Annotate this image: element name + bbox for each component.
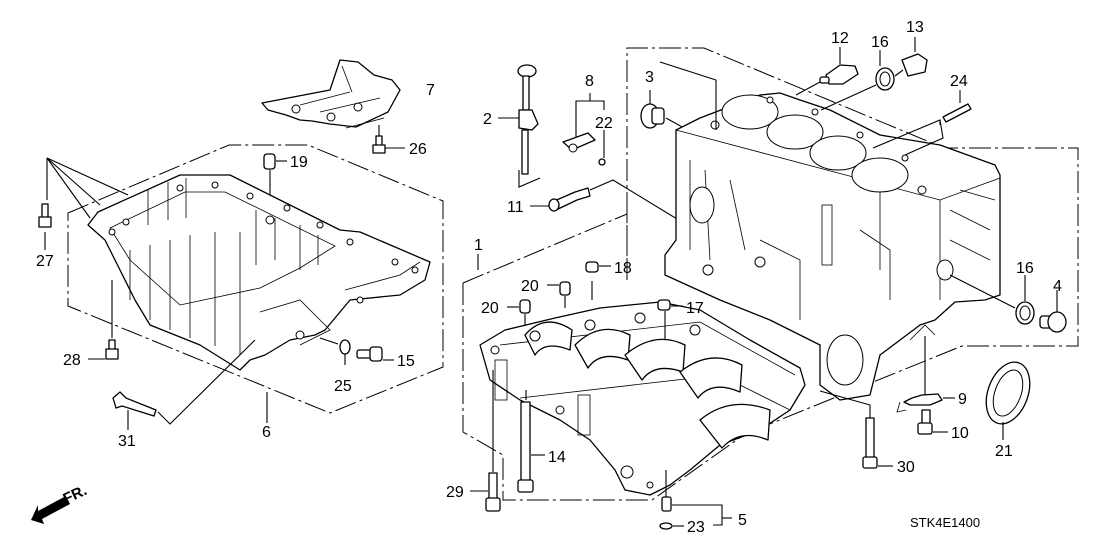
diagram-code: STK4E1400 bbox=[910, 515, 980, 530]
part-13-plug[interactable] bbox=[894, 37, 928, 77]
part-12-knock-sensor[interactable] bbox=[795, 47, 859, 96]
front-label: FR. bbox=[61, 482, 90, 508]
part-1-cylinder-block[interactable] bbox=[664, 92, 1001, 401]
part-2-dipstick[interactable] bbox=[498, 64, 541, 188]
part-11-pressure-switch[interactable] bbox=[530, 179, 701, 234]
part-16-washer-top[interactable] bbox=[820, 50, 895, 111]
callout-16-right[interactable]: 16 bbox=[1016, 260, 1034, 277]
leader-27 bbox=[44, 157, 129, 250]
callout-22[interactable]: 22 bbox=[595, 115, 613, 132]
callout-13[interactable]: 13 bbox=[906, 19, 924, 36]
leader-3b bbox=[659, 61, 717, 81]
part-20-dowel-b[interactable] bbox=[547, 281, 571, 308]
group-boundaries bbox=[67, 47, 1079, 501]
part-8-oil-jet-assy[interactable] bbox=[562, 93, 605, 153]
part-9-oil-jet[interactable] bbox=[896, 336, 955, 413]
part-30-bolt[interactable] bbox=[819, 390, 893, 469]
callout-3[interactable]: 3 bbox=[645, 69, 654, 86]
callout-28[interactable]: 28 bbox=[63, 352, 81, 369]
callout-2[interactable]: 2 bbox=[483, 111, 492, 128]
part-27-bolt[interactable] bbox=[38, 203, 52, 228]
callout-labels: 1 2 3 4 5 6 7 8 9 10 11 12 13 14 15 16 1… bbox=[36, 19, 1062, 536]
callout-25[interactable]: 25 bbox=[334, 378, 352, 395]
part-16-washer-right[interactable] bbox=[949, 274, 1035, 325]
part-23-washer[interactable] bbox=[659, 522, 684, 530]
callout-6[interactable]: 6 bbox=[262, 424, 271, 441]
part-3-block-plug[interactable] bbox=[640, 90, 685, 129]
part-6-oil-pan[interactable] bbox=[87, 174, 431, 371]
part-26-bolt[interactable] bbox=[372, 125, 405, 154]
callout-12[interactable]: 12 bbox=[831, 30, 849, 47]
callout-30[interactable]: 30 bbox=[897, 459, 915, 476]
part-21-oil-seal[interactable] bbox=[978, 356, 1037, 440]
part-28-bolt[interactable] bbox=[88, 280, 119, 360]
callout-15[interactable]: 15 bbox=[397, 353, 415, 370]
callout-20-lower[interactable]: 20 bbox=[481, 300, 499, 317]
front-arrow-icon bbox=[31, 496, 70, 524]
lower-block-group-boundary-2 bbox=[462, 283, 746, 501]
part-18-dowel[interactable] bbox=[585, 261, 611, 300]
callout-5[interactable]: 5 bbox=[738, 512, 747, 529]
part-10-jet-bolt[interactable] bbox=[917, 409, 948, 435]
part-15-drain-bolt[interactable] bbox=[356, 346, 394, 362]
callout-19[interactable]: 19 bbox=[290, 154, 308, 171]
callout-29[interactable]: 29 bbox=[446, 484, 464, 501]
callout-23[interactable]: 23 bbox=[687, 519, 705, 536]
part-14-bolt[interactable] bbox=[517, 390, 545, 493]
part-17-dowel[interactable] bbox=[657, 299, 683, 340]
part-22-o-ring[interactable] bbox=[598, 130, 606, 166]
callout-1[interactable]: 1 bbox=[474, 237, 483, 254]
oil-pan-group-boundary bbox=[67, 144, 444, 414]
callout-21[interactable]: 21 bbox=[995, 443, 1013, 460]
part-7-stiffener[interactable] bbox=[261, 59, 401, 129]
block-group-boundary bbox=[626, 47, 1079, 435]
callout-24[interactable]: 24 bbox=[950, 73, 968, 90]
part-1-lower-block[interactable] bbox=[479, 301, 806, 496]
callout-17[interactable]: 17 bbox=[686, 300, 704, 317]
front-direction-marker: FR. bbox=[31, 482, 90, 524]
callout-16-top[interactable]: 16 bbox=[871, 34, 889, 51]
lower-block-group-boundary bbox=[462, 213, 628, 284]
part-29-bolt[interactable] bbox=[470, 370, 501, 512]
callout-31[interactable]: 31 bbox=[118, 433, 136, 450]
part-20-dowel-a[interactable] bbox=[507, 299, 531, 326]
part-4-drain-plug[interactable] bbox=[1039, 290, 1067, 333]
callout-18[interactable]: 18 bbox=[614, 260, 632, 277]
callout-27[interactable]: 27 bbox=[36, 253, 54, 270]
callout-10[interactable]: 10 bbox=[951, 425, 969, 442]
callout-8[interactable]: 8 bbox=[585, 73, 594, 90]
callout-9[interactable]: 9 bbox=[958, 391, 967, 408]
callout-7[interactable]: 7 bbox=[426, 82, 435, 99]
part-24-stud[interactable] bbox=[872, 90, 972, 156]
part-31-bolt[interactable] bbox=[112, 339, 256, 430]
callout-20-upper[interactable]: 20 bbox=[521, 278, 539, 295]
part-25-washer[interactable] bbox=[319, 337, 351, 365]
callout-26[interactable]: 26 bbox=[409, 141, 427, 158]
callout-14[interactable]: 14 bbox=[548, 449, 566, 466]
callout-4[interactable]: 4 bbox=[1053, 278, 1062, 295]
callout-11[interactable]: 11 bbox=[507, 199, 524, 216]
part-5-orifice[interactable] bbox=[661, 470, 732, 526]
